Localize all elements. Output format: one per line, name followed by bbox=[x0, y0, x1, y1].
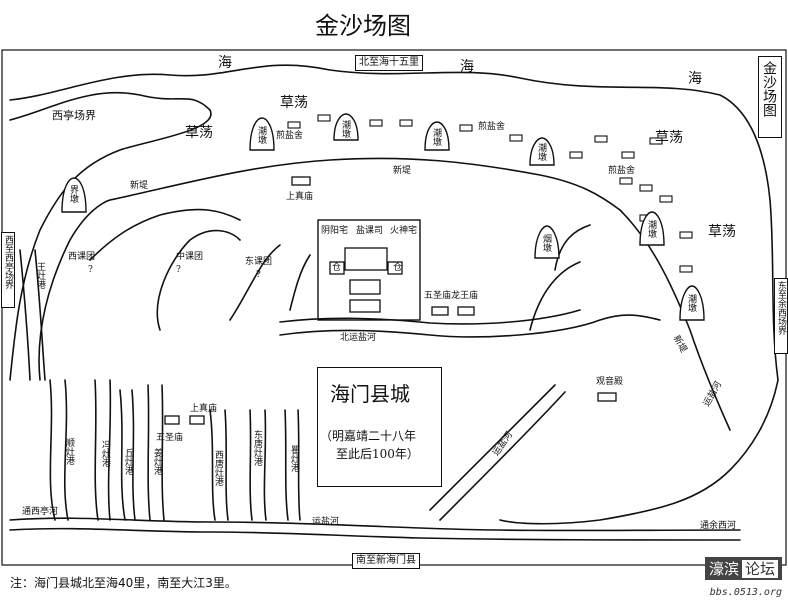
salt-house-label: 煎盐舍 bbox=[608, 166, 636, 176]
question-mark: ? bbox=[176, 265, 181, 275]
ketuan-label: 中课团 bbox=[176, 252, 204, 262]
gang-label: 瞿灶港 bbox=[289, 445, 299, 472]
salt-compound-outline bbox=[317, 219, 421, 321]
gang-label: 姜灶港 bbox=[152, 448, 162, 475]
jiedun-label: 界墩 bbox=[68, 185, 78, 203]
haimen-city-note: 至此后100年） bbox=[336, 447, 419, 461]
question-mark: ? bbox=[88, 265, 93, 275]
huoshen-label: 火神宅 bbox=[390, 226, 418, 236]
chaodun-label: 潮墩 bbox=[536, 143, 546, 161]
side-title: 金沙场图 bbox=[761, 61, 777, 117]
new-dike bbox=[109, 157, 621, 211]
side-title-box: 金沙场图 bbox=[758, 56, 782, 138]
xiting-border: 西亭场界 bbox=[52, 109, 96, 122]
map-title: 金沙场图 bbox=[315, 12, 411, 40]
salt-canal bbox=[9, 517, 741, 532]
haimen-city-name: 海门县城 bbox=[330, 382, 410, 406]
sea-label: 海 bbox=[688, 71, 702, 87]
salt-house-label: 煎盐舍 bbox=[276, 131, 304, 141]
haimen-city-note: （明嘉靖二十八年 bbox=[320, 429, 417, 443]
footnote: 注：海门县城北至海40里，南至大江3里。 bbox=[10, 576, 237, 590]
tong-yuxi-river: 通余西河 bbox=[700, 521, 737, 531]
chaodun-label: 潮墩 bbox=[646, 220, 656, 238]
salt-house-label: 煎盐舍 bbox=[478, 122, 506, 132]
shangzhen-temple-small: 上真庙 bbox=[190, 404, 218, 414]
west-label: 西至西亭场界 bbox=[3, 235, 13, 289]
gang-label: 丘灶港 bbox=[123, 448, 133, 475]
granary-label: 仓 bbox=[332, 263, 342, 273]
east-label-box: 东至余西场界 bbox=[774, 278, 788, 354]
watermark-url: bbs.0513.org bbox=[709, 587, 782, 598]
gang-label: 西唐灶港 bbox=[213, 450, 223, 486]
north-salt-river bbox=[279, 314, 661, 338]
yandun-label: 烟墩 bbox=[541, 234, 551, 252]
chaodun-label: 潮墩 bbox=[431, 128, 441, 146]
gang-label: 冯灶港 bbox=[100, 440, 110, 467]
new-dike-label: 新堤 bbox=[130, 181, 149, 191]
chaodun-label: 潮墩 bbox=[340, 120, 350, 138]
watermark: 濠滨论坛 bbs.0513.org bbox=[704, 557, 782, 599]
gang-label: 东唐灶港 bbox=[252, 430, 262, 466]
watermark-left: 濠滨 bbox=[708, 560, 739, 578]
grass-label: 草荡 bbox=[655, 130, 683, 146]
question-mark: ? bbox=[256, 270, 261, 280]
sea-label: 海 bbox=[460, 59, 474, 75]
salt-canal-label: 运盐河 bbox=[312, 517, 340, 527]
wusheng-longwang-temple: 五圣庙龙王庙 bbox=[424, 291, 479, 301]
grass-label: 草荡 bbox=[185, 125, 213, 141]
south-label: 南至新海门县 bbox=[352, 553, 420, 569]
coastline bbox=[9, 64, 779, 525]
haimen-city-box: 海门县城 （明嘉靖二十八年 至此后100年） bbox=[317, 367, 442, 487]
north-river-label: 北运盐河 bbox=[340, 333, 377, 343]
yinyang-label: 阴阳宅 bbox=[321, 226, 349, 236]
watermark-logo: 濠滨论坛 bbox=[704, 557, 782, 580]
chaodun-label: 潮墩 bbox=[686, 294, 696, 312]
tong-xiting-river: 通西亭河 bbox=[22, 507, 59, 517]
yanke-label: 盐课司 bbox=[356, 226, 384, 236]
grass-label: 草荡 bbox=[280, 95, 308, 111]
west-label-box: 西至西亭场界 bbox=[1, 232, 15, 308]
grass-label: 草荡 bbox=[708, 224, 736, 240]
chaodun-label: 潮墩 bbox=[256, 126, 266, 144]
gang-label: 王灶港 bbox=[35, 262, 45, 289]
north-label: 北至海十五里 bbox=[355, 55, 423, 71]
ketuan-label: 东课团 bbox=[245, 257, 273, 267]
shangzhen-temple: 上真庙 bbox=[286, 192, 314, 202]
sea-label: 海 bbox=[218, 55, 232, 71]
granary-label: 仓 bbox=[393, 263, 403, 273]
new-dike-label: 新堤 bbox=[393, 166, 412, 176]
gang-label: 顺灶港 bbox=[64, 438, 74, 465]
watermark-right: 论坛 bbox=[741, 560, 778, 578]
east-label: 东至余西场界 bbox=[776, 281, 786, 335]
wusheng-temple-small: 五圣庙 bbox=[156, 433, 184, 443]
ketuan-label: 西课团 bbox=[68, 252, 96, 262]
guanyin-hall: 观音殿 bbox=[596, 377, 624, 387]
